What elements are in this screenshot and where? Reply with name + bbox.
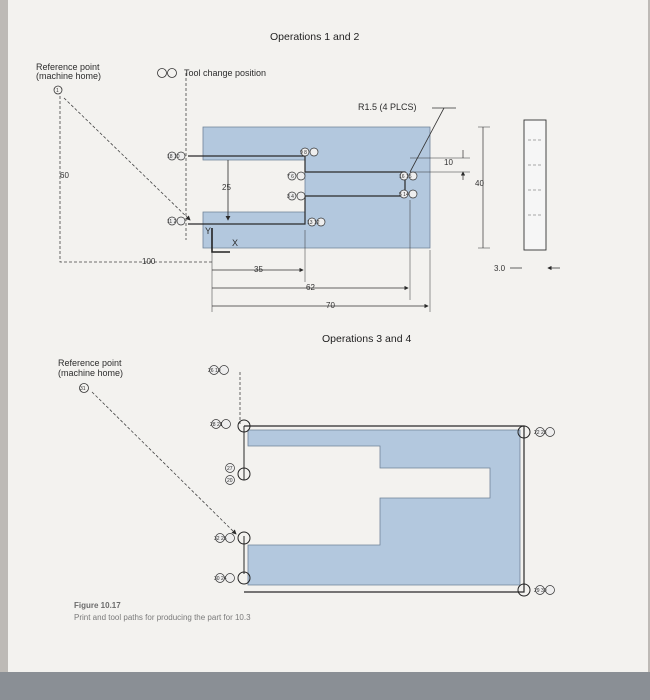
node-28-21: 28 21 xyxy=(210,422,223,428)
node-29-30: 29 30 xyxy=(534,588,547,594)
radius-note: R1.5 (4 PLCS) xyxy=(358,102,417,112)
figure-caption: Print and tool paths for producing the p… xyxy=(74,613,251,622)
node-tool-b xyxy=(167,68,177,78)
node-18-10: 18 10 xyxy=(167,154,180,160)
dim-62: 62 xyxy=(306,283,315,292)
dim-40: 40 xyxy=(475,179,484,188)
title-operations-3-4: Operations 3 and 4 xyxy=(322,333,411,345)
title-operations-1-2: Operations 1 and 2 xyxy=(270,31,359,43)
node-1-label: 1 xyxy=(56,88,59,94)
dim-35: 35 xyxy=(254,265,263,274)
ref-dashed-frame xyxy=(59,96,212,263)
dim-10: 10 xyxy=(444,158,453,167)
node-3-4: 3 4 xyxy=(287,194,294,200)
tool-path-top xyxy=(188,155,406,225)
node-31-label: 31 xyxy=(80,386,86,392)
screen-bottom-strip xyxy=(0,672,650,700)
node-32-25: 32 25 xyxy=(214,536,227,542)
axis-y-label: Y xyxy=(205,226,211,236)
node-20: 20 xyxy=(227,478,233,484)
part-top-view xyxy=(202,126,431,249)
axis-x-label: X xyxy=(232,238,238,248)
radius-leader xyxy=(409,107,456,173)
figure-number: Figure 10.17 xyxy=(74,601,121,610)
node-26-19: 26 19 xyxy=(208,368,221,374)
node-7-6: 7 6 xyxy=(287,174,294,180)
rapid-path-top xyxy=(63,97,191,221)
node-tool-a xyxy=(157,68,167,78)
node-group-bottom xyxy=(209,365,555,597)
node-30-24: 30 24 xyxy=(214,576,227,582)
node-22-23: 22 23 xyxy=(534,430,547,436)
dim-ext-lines xyxy=(211,200,431,312)
node-27: 27 xyxy=(227,466,233,472)
ref-point-top-line2: (machine home) xyxy=(36,71,101,81)
node-13-12: 13 12 xyxy=(307,220,320,226)
dim-70: 70 xyxy=(326,301,335,310)
node-31-circle xyxy=(79,383,89,393)
dim-25: 25 xyxy=(222,183,231,192)
ref-point-top-line1: Reference point xyxy=(36,62,100,72)
dim-60: 60 xyxy=(60,171,69,180)
dim-100: 100 xyxy=(142,257,156,266)
tool-change-label: Tool change position xyxy=(184,68,266,78)
dim-40-ends xyxy=(478,126,490,249)
side-view-hidden-lines xyxy=(528,139,542,216)
node-9-8: 9 8 xyxy=(300,150,307,156)
ref-point-bottom-line1: Reference point xyxy=(58,358,122,368)
ref-point-bottom-line2: (machine home) xyxy=(58,368,123,378)
tool-path-outer xyxy=(244,425,525,593)
node-11-2: 11 2 xyxy=(167,219,177,225)
rapid-path-bottom xyxy=(91,391,237,535)
node-16-15: 16 15 xyxy=(399,174,412,180)
node-5-14: 5 14 xyxy=(399,192,409,198)
side-view xyxy=(523,119,547,251)
dim-3: 3.0 xyxy=(494,264,506,273)
node-group-top xyxy=(167,147,418,227)
node-1-circle xyxy=(53,85,63,95)
